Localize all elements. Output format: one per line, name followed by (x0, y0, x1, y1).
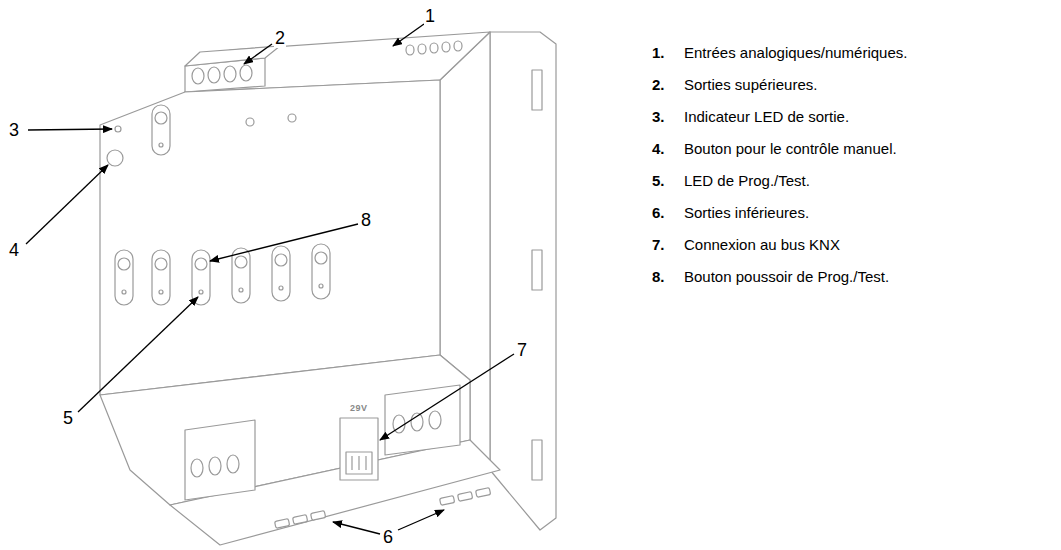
callout-number: 7 (516, 340, 528, 360)
screw (430, 43, 438, 53)
button (235, 256, 247, 268)
terminal-block (185, 420, 255, 500)
knx-connector (346, 452, 372, 474)
terminal-slot (458, 492, 473, 502)
button-slot (192, 250, 210, 305)
screw (442, 42, 450, 52)
button-slot (312, 244, 330, 299)
screw (227, 455, 239, 473)
led (239, 288, 243, 292)
screw (406, 45, 414, 55)
leader-arrow (380, 354, 514, 440)
part-description: Sorties supérieures. (684, 76, 817, 94)
terminal-slot (311, 511, 326, 521)
part-description: Indicateur LED de sortie. (684, 108, 849, 126)
legend-number: 8. (652, 268, 665, 286)
legend-number: 2. (652, 76, 665, 94)
part-description: Connexion au bus KNX (684, 236, 840, 254)
connector-pin (358, 456, 359, 470)
button-slot (115, 250, 133, 305)
legend-number: 5. (652, 172, 665, 190)
led (159, 143, 163, 147)
screw (192, 68, 204, 84)
led (115, 126, 121, 132)
terminal-slot (275, 519, 290, 529)
callout-number: 8 (360, 210, 372, 230)
led (199, 290, 203, 294)
rail-slot (532, 250, 542, 290)
leader-arrow (333, 522, 380, 534)
rail-slot (532, 70, 542, 110)
terminal-slot (476, 488, 491, 498)
button (155, 258, 167, 270)
legend-number: 7. (652, 236, 665, 254)
led (122, 290, 126, 294)
led (159, 290, 163, 294)
leader-arrow (78, 297, 198, 412)
callout-number: 4 (8, 240, 20, 260)
legend-number: 1. (652, 44, 665, 62)
hole (246, 118, 254, 126)
button (155, 112, 167, 124)
connector-pin (365, 456, 366, 470)
rail-clip (490, 32, 556, 530)
part-description: LED de Prog./Test. (684, 172, 810, 190)
button-slot (152, 105, 170, 155)
knx-connector (340, 418, 378, 480)
screw (208, 67, 220, 83)
rail-slot (532, 440, 542, 480)
callout-number: 1 (424, 6, 436, 26)
legend-number: 3. (652, 108, 665, 126)
button-slot (272, 246, 290, 301)
screw (418, 44, 426, 54)
screw (240, 65, 252, 81)
top-face (185, 32, 490, 92)
screw (454, 41, 462, 51)
screw (224, 66, 236, 82)
callout-number: 5 (62, 408, 74, 428)
terminal-slot (440, 496, 455, 506)
leader-arrow (210, 224, 358, 261)
led (279, 286, 283, 290)
part-description: Entrées analogiques/numériques. (684, 44, 907, 62)
button-slot (152, 250, 170, 305)
callout-number: 3 (8, 120, 20, 140)
callout-number: 2 (274, 28, 286, 48)
hole (288, 114, 296, 122)
leader-arrow (244, 44, 272, 64)
button (275, 254, 287, 266)
front-panel (100, 80, 440, 395)
part-description: Bouton pour le contrôle manuel. (684, 140, 897, 158)
legend-number: 4. (652, 140, 665, 158)
button-slot (232, 248, 250, 303)
part-description: Bouton poussoir de Prog./Test. (684, 268, 889, 286)
part-description: Sorties inférieures. (684, 204, 809, 222)
screw (191, 459, 203, 477)
leader-arrow (398, 510, 444, 530)
screw (429, 411, 441, 429)
button (118, 258, 130, 270)
callout-number: 6 (382, 527, 394, 547)
terminal-slot (293, 515, 308, 525)
voltage-marking: 29V (350, 402, 368, 414)
led (319, 284, 323, 288)
button (195, 258, 207, 270)
manual-button (107, 150, 123, 166)
leader-arrow (393, 24, 424, 46)
legend-number: 6. (652, 204, 665, 222)
connector-pin (351, 456, 352, 470)
leader-arrow (26, 165, 108, 244)
screw (209, 457, 221, 475)
button (315, 252, 327, 264)
leader-arrow (28, 129, 112, 130)
